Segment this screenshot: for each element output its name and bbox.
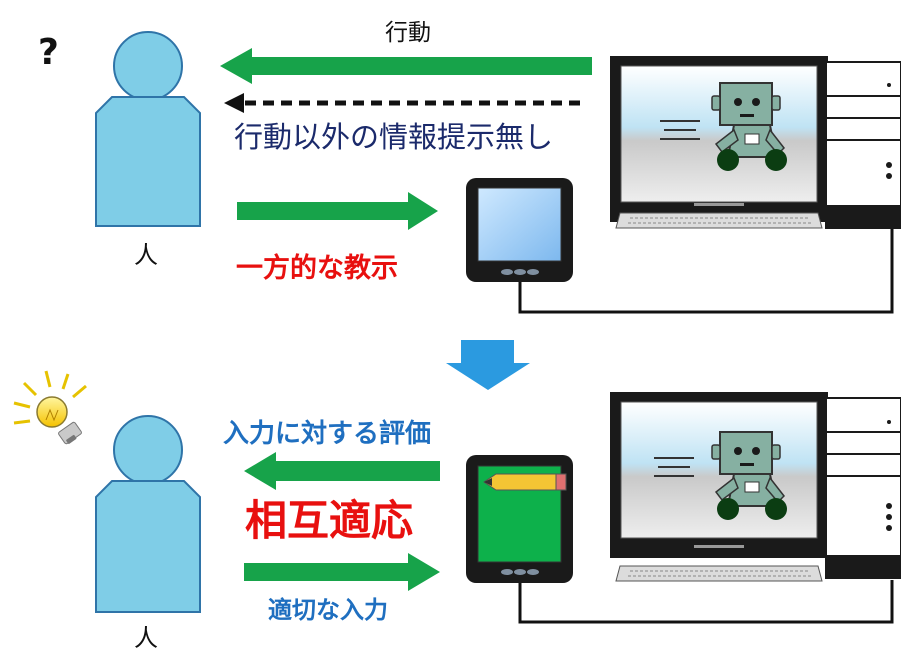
person-label-bottom: 人 [134,624,158,652]
no-info-dashed-arrow [224,93,580,113]
one-way-instruction-arrow [237,192,438,230]
proper-input-label: 適切な入力 [268,596,388,624]
cable-bottom [518,580,894,624]
one-way-instruction-label: 一方的な教示 [236,253,398,284]
down-arrow-icon [446,340,530,390]
robot-icon-bottom [654,431,787,520]
cable-top [518,212,894,314]
person-icon-top [95,31,201,227]
evaluation-label: 入力に対する評価 [223,419,432,449]
lightbulb-icon [13,370,87,445]
pencil-icon [483,473,567,491]
action-label: 行動 [385,20,431,46]
tablet-icon-top [466,178,573,282]
mutual-adaptation-label: 相互適応 [245,496,414,545]
no-info-label: 行動以外の情報提示無し [234,120,554,154]
person-icon-bottom [95,415,201,613]
question-mark-icon: ? [38,32,59,73]
proper-input-arrow [244,553,440,591]
action-arrow [220,48,592,84]
robot-icon-top [660,82,787,171]
evaluation-arrow [244,452,440,490]
person-label-top: 人 [134,241,158,269]
